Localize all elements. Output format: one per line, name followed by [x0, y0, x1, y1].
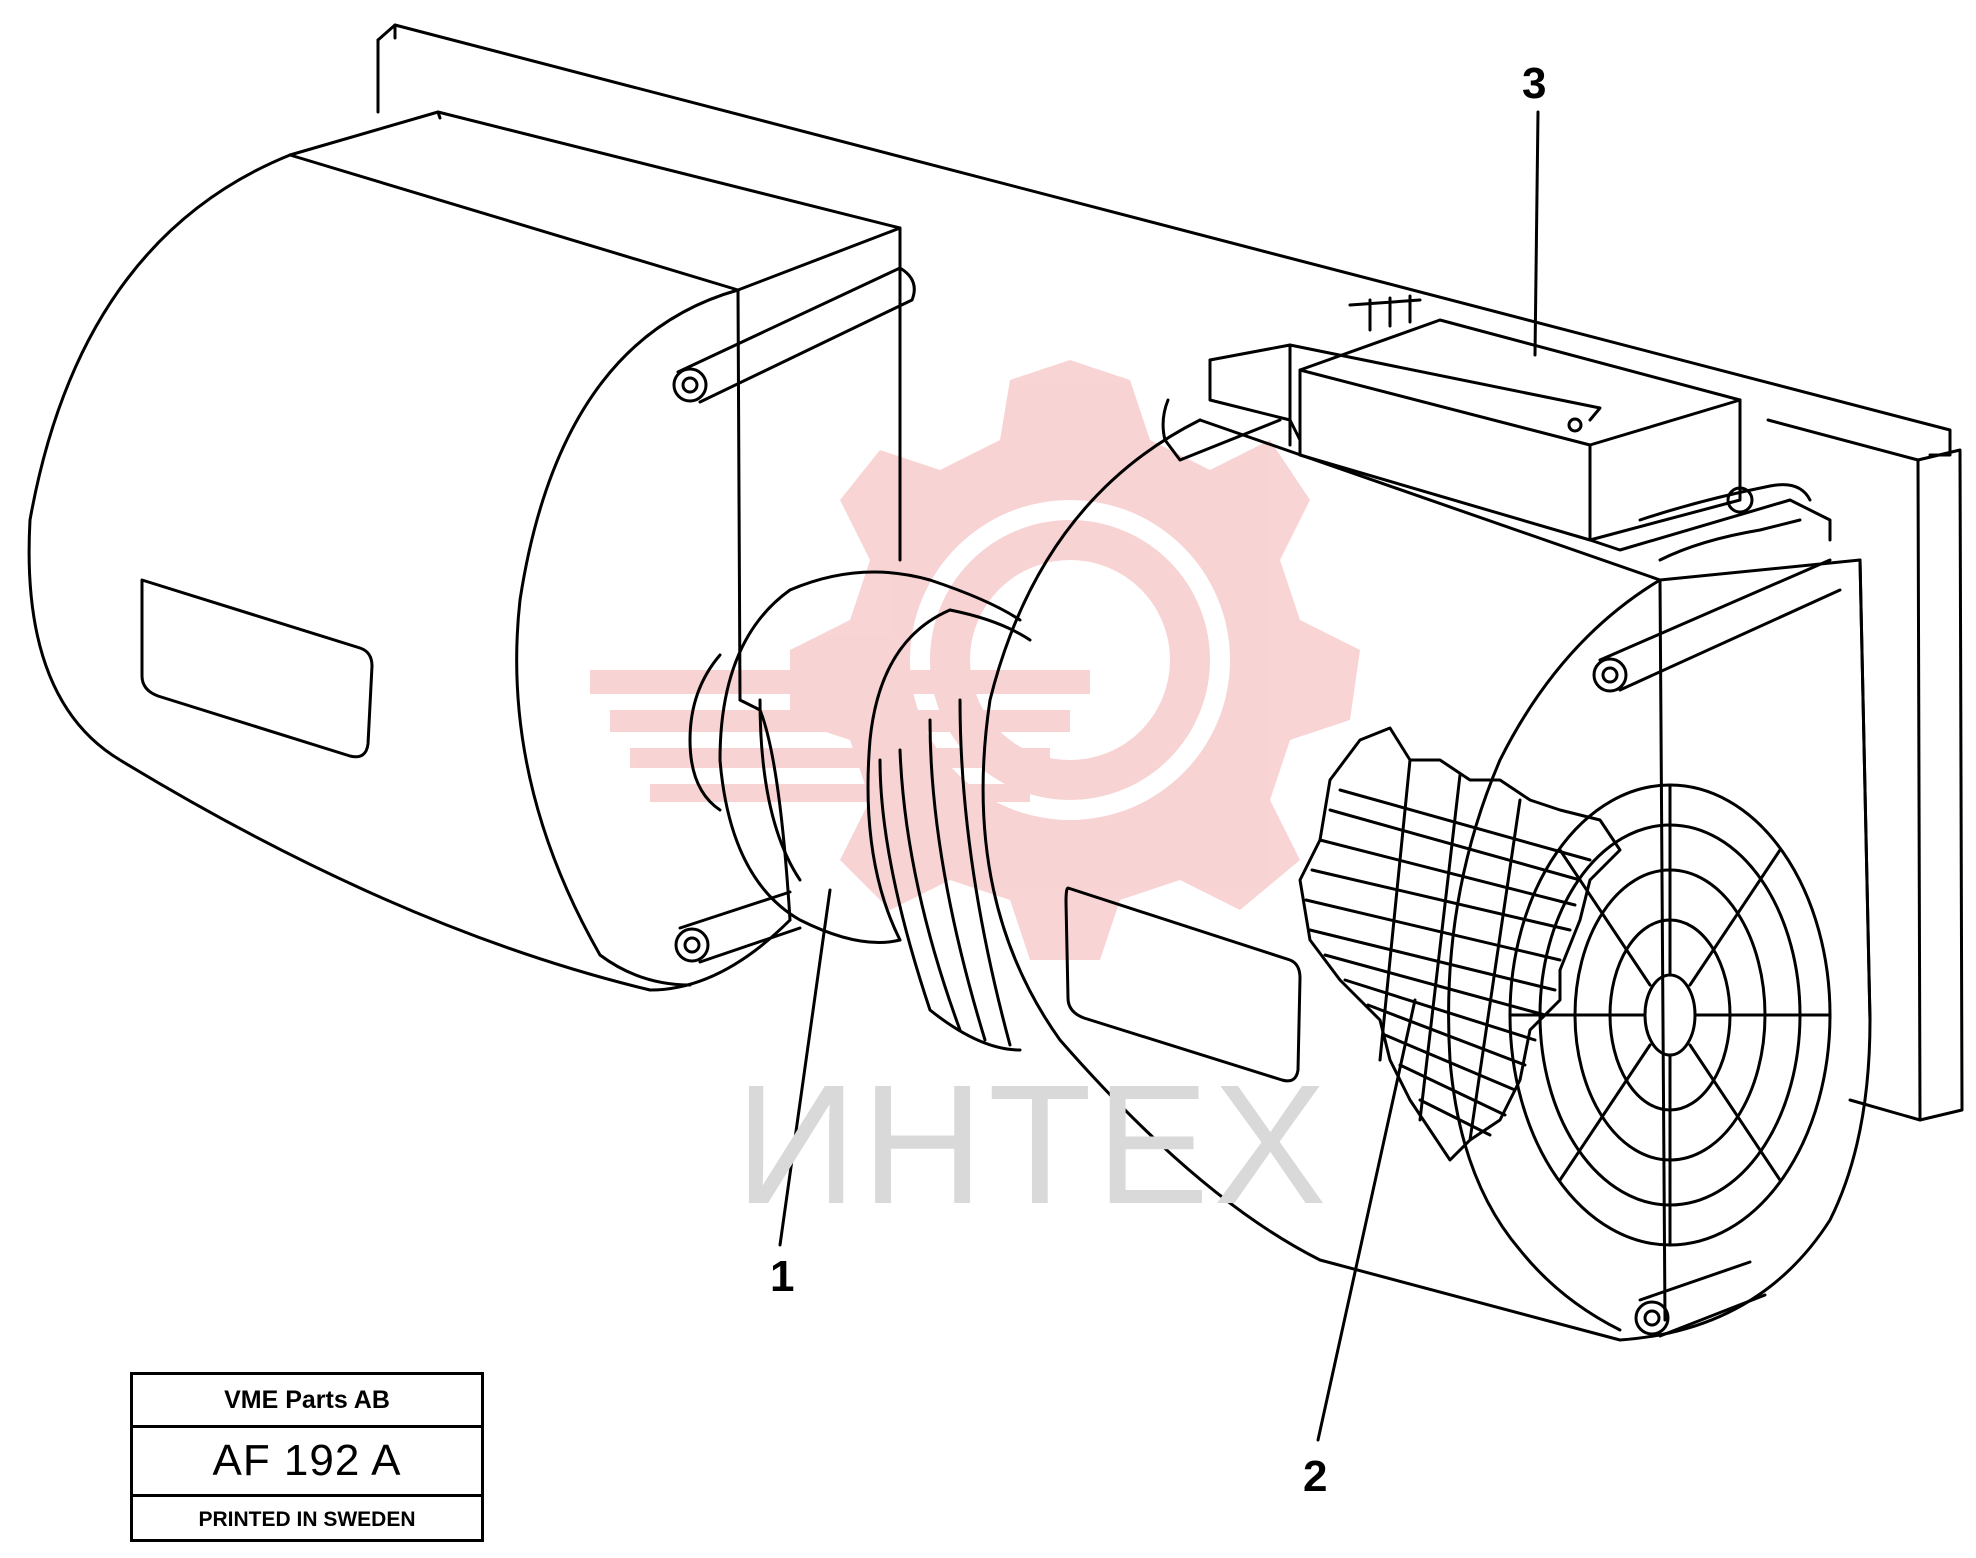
- right-label-plate: [1064, 886, 1302, 1083]
- watermark-text: ИНТЕХ: [735, 1050, 1331, 1240]
- right-blower-housing: [981, 398, 1872, 1342]
- watermark-gear-logo: [590, 360, 1360, 960]
- cutaway-impeller: [1298, 726, 1622, 1162]
- callout-2: 2: [1303, 1452, 1328, 1501]
- callout-3: 3: [1522, 59, 1547, 108]
- right-upper-rod: [1598, 558, 1842, 692]
- right-upper-rod-end: [1592, 657, 1628, 693]
- leader-lines: [778, 110, 1540, 1442]
- left-lower-rod-end: [674, 927, 710, 963]
- mounting-plate: [376, 23, 1964, 1122]
- callout-1: 1: [770, 1252, 795, 1301]
- right-lower-rod-end: [1634, 1300, 1670, 1336]
- connector-mark: [1726, 486, 1754, 514]
- motor-center: [688, 570, 1032, 1052]
- inlet-grille: [1508, 783, 1832, 1247]
- left-label-plate: [140, 578, 374, 759]
- right-lower-rod: [1638, 1260, 1767, 1338]
- left-upper-rod: [676, 266, 916, 404]
- leader-line-2: [1316, 998, 1417, 1442]
- title-block-company: VME Parts AB: [133, 1375, 481, 1428]
- title-block-code: AF 192 A: [133, 1428, 481, 1497]
- control-box-screw: [1567, 417, 1583, 433]
- leader-line-3: [1533, 110, 1540, 357]
- left-blower-housing: [27, 110, 916, 992]
- control-box: [1208, 294, 1832, 562]
- leader-line-1: [778, 888, 832, 1247]
- title-block: VME Parts AB AF 192 A PRINTED IN SWEDEN: [130, 1372, 484, 1542]
- left-upper-rod-end: [672, 367, 708, 403]
- title-block-printed: PRINTED IN SWEDEN: [198, 1507, 416, 1531]
